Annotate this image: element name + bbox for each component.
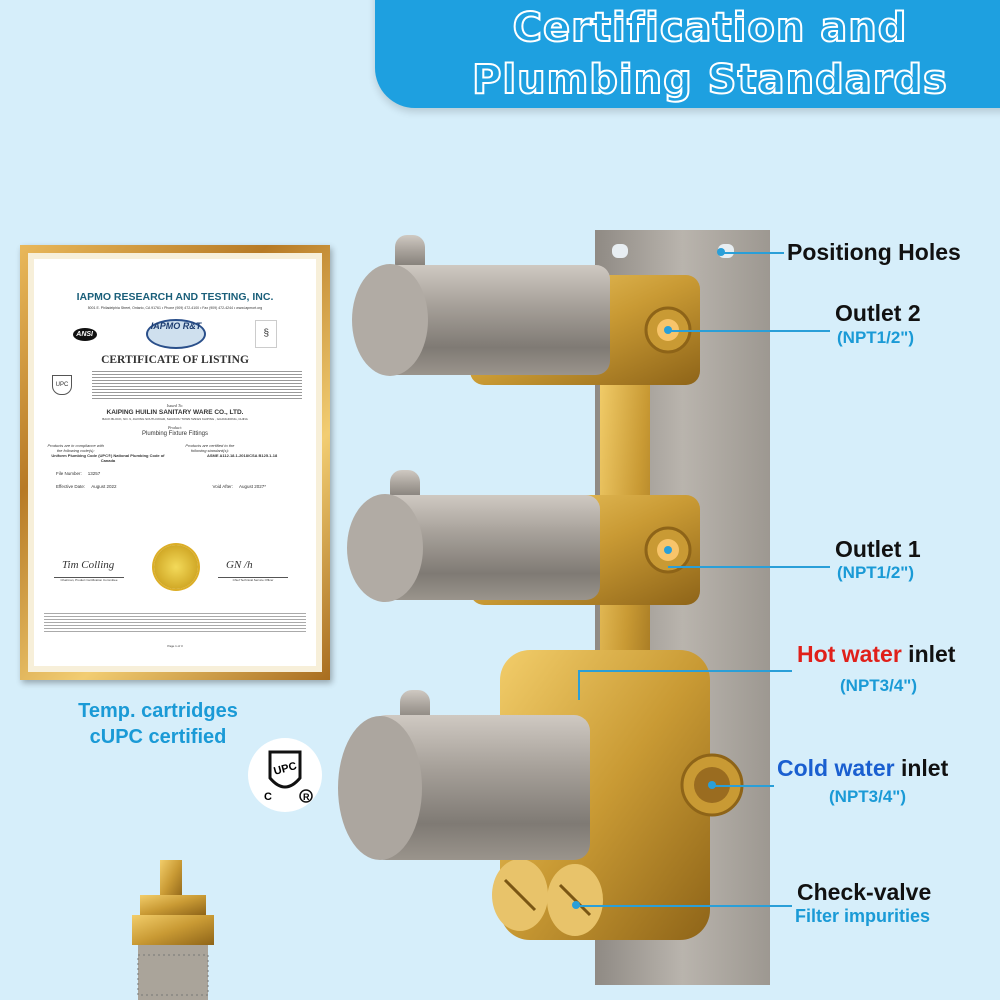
- leader-line: [578, 670, 792, 672]
- label-outlet-2: Outlet 2: [835, 300, 921, 326]
- codes-label: Products are in compliance with the foll…: [47, 443, 104, 453]
- hot-water-text: Hot water: [797, 641, 902, 667]
- file-number: 13257: [87, 471, 101, 476]
- svg-text:C: C: [264, 791, 272, 803]
- cert-title: CERTIFICATE OF LISTING: [101, 354, 249, 366]
- hot-water-spec: (NPT3/4"): [840, 676, 918, 695]
- svg-text:R: R: [303, 792, 310, 802]
- svg-text:UPC: UPC: [272, 760, 298, 778]
- leader-line: [668, 566, 830, 568]
- gold-seal-icon: [154, 545, 198, 589]
- sig2-title: Chief Technical Service Officer: [218, 577, 288, 582]
- issued-to-label: Issued To:: [166, 403, 184, 408]
- banner-line-2: Plumbing Standards: [471, 56, 948, 104]
- accreditation-logo-icon: §: [255, 320, 278, 348]
- label-outlet-1: Outlet 1: [835, 536, 921, 562]
- leader-line: [668, 330, 830, 332]
- effective-date: August 2022: [91, 484, 117, 489]
- signature-1: Tim Colling: [62, 559, 115, 571]
- cert-address: 5001 E. Philadelphia Street, Ontario, CA…: [87, 306, 263, 310]
- inlet-text: inlet: [901, 641, 956, 667]
- cert-product: Plumbing Fixture Fittings: [141, 431, 209, 437]
- leader-line: [576, 905, 792, 907]
- inlet-text: inlet: [894, 755, 949, 781]
- signature-2: GN /h: [226, 559, 253, 571]
- check-valve-sub: Filter impurities: [795, 906, 931, 926]
- certificate-frame: IAPMO RESEARCH AND TESTING, INC. 5001 E.…: [20, 245, 330, 680]
- cartridge-caption-2: cUPC certified: [89, 726, 227, 748]
- label-check-valve: Check-valve: [797, 879, 932, 905]
- leader-dot: [664, 546, 672, 554]
- certificate: IAPMO RESEARCH AND TESTING, INC. 5001 E.…: [34, 259, 316, 666]
- cupc-badge: UPC C R: [248, 738, 322, 812]
- leader-line: [722, 252, 784, 254]
- leader-dot: [717, 248, 725, 256]
- leader-line: [578, 670, 580, 700]
- page-number: Page 1 of 3: [167, 644, 183, 648]
- flow-knob-1: [338, 690, 590, 860]
- upc-mark-icon: UPC: [52, 375, 72, 395]
- void-label: Void After:: [212, 484, 233, 489]
- cert-company: KAIPING HUILIN SANITARY WARE CO., LTD.: [106, 409, 244, 416]
- product-label: Product:: [167, 425, 183, 430]
- leader-line: [712, 785, 774, 787]
- cert-body-text: [92, 369, 302, 399]
- outlet-1-spec: (NPT1/2"): [837, 563, 915, 582]
- fine-print: [44, 611, 306, 633]
- cert-company-address: BACK BLOCK, NO. 9, JIAXING SOUTH ROAD, S…: [102, 417, 248, 421]
- sig1-title: Chairman, Product Certification Committe…: [54, 577, 124, 582]
- title-banner: [375, 0, 1000, 108]
- label-positioning-holes: Positiong Holes: [787, 239, 961, 265]
- file-number-label: File Number:: [56, 471, 82, 476]
- ansi-logo: ANSI: [72, 327, 97, 341]
- temperature-knob: [352, 235, 610, 376]
- cert-org: IAPMO RESEARCH AND TESTING, INC.: [76, 291, 274, 303]
- label-cold-water-inlet: Cold water inlet: [777, 755, 948, 782]
- cartridge-caption-1: Temp. cartridges: [78, 700, 238, 722]
- label-hot-water-inlet: Hot water inlet: [797, 641, 955, 668]
- cartridge-image: [132, 860, 214, 1000]
- codes: Uniform Plumbing Code (UPC®) National Pl…: [51, 453, 165, 463]
- standards: ASME A112.18.1-2018/CSA B125.1-18: [206, 453, 278, 458]
- standards-label: Products are certified to the following …: [185, 443, 235, 453]
- effective-label: Effective Date:: [56, 484, 86, 489]
- cold-water-text: Cold water: [777, 755, 895, 781]
- banner-line-1: Certification and: [512, 4, 908, 52]
- cupc-shield-icon: UPC C R: [264, 750, 313, 803]
- iapmo-logo: IAPMO R&T: [145, 319, 206, 349]
- flow-knob-2: [347, 470, 600, 602]
- cold-water-spec: (NPT3/4"): [829, 787, 907, 806]
- banner-title: Certification and Plumbing Standards: [390, 2, 1000, 106]
- outlet-2-spec: (NPT1/2"): [837, 328, 915, 347]
- void-date: August 2027*: [238, 484, 267, 489]
